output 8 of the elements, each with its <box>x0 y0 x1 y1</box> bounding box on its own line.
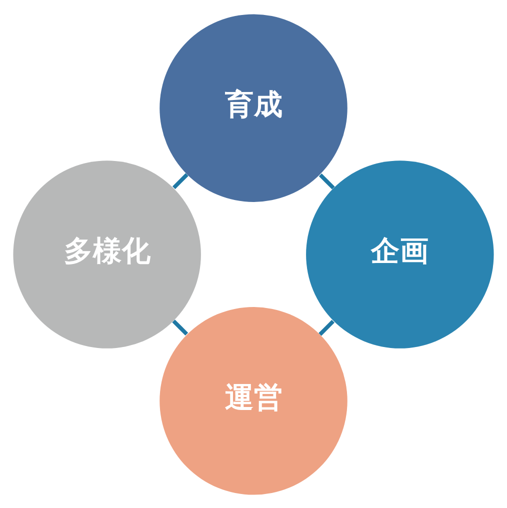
node-circle: 育成 <box>160 14 348 202</box>
node-circle: 企画 <box>306 160 494 348</box>
connector <box>172 172 188 189</box>
connector <box>172 319 188 336</box>
node-circle: 運営 <box>160 306 348 494</box>
connector <box>318 172 335 189</box>
connector <box>318 319 335 336</box>
node-circle: 多様化 <box>13 160 201 348</box>
